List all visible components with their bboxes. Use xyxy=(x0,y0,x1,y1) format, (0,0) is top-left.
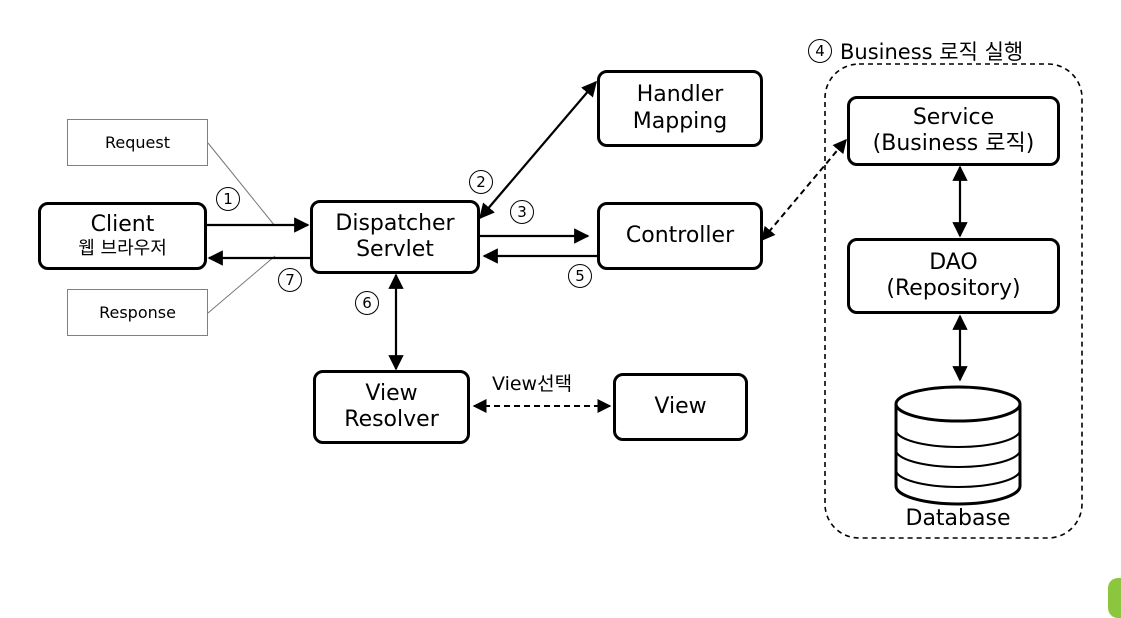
request-callout-line xyxy=(207,142,276,227)
step-1-badge: 1 xyxy=(216,187,240,211)
step-3-badge: 3 xyxy=(510,200,534,224)
business-group-label: Business 로직 실행 xyxy=(840,40,1024,64)
handler-mapping-line2: Mapping xyxy=(632,108,728,134)
dao-line2: (Repository) xyxy=(886,276,1021,301)
view-resolver-box: View Resolver xyxy=(313,370,470,444)
step-6-badge: 6 xyxy=(355,291,379,315)
corner-accent-shape xyxy=(1108,578,1121,618)
client-subtitle: 웹 브라우저 xyxy=(78,238,167,260)
dispatcher-line1: Dispatcher xyxy=(335,210,455,236)
dispatcher-line2: Servlet xyxy=(356,237,434,262)
dispatcher-servlet-box: Dispatcher Servlet xyxy=(310,200,480,274)
view-resolver-line2: Resolver xyxy=(344,407,439,432)
response-note: Response xyxy=(67,289,208,336)
view-label: View xyxy=(654,393,707,419)
step-4-badge: 4 xyxy=(808,39,832,63)
dao-box: DAO (Repository) xyxy=(847,238,1060,314)
diagram-connectors xyxy=(207,63,1083,539)
handler-mapping-line1: Handler xyxy=(636,82,724,108)
client-title: Client xyxy=(90,212,155,237)
database-label: Database xyxy=(905,506,1011,531)
handler-mapping-box: Handler Mapping xyxy=(597,70,763,147)
service-box: Service (Business 로직) xyxy=(847,96,1060,166)
business-logic-group xyxy=(824,63,1083,539)
view-resolver-line1: View xyxy=(365,380,418,406)
view-box: View xyxy=(613,373,748,441)
business-group-title: 4 Business 로직 실행 xyxy=(808,36,1023,66)
arrow-controller-service xyxy=(761,138,847,242)
view-select-label: View선택 xyxy=(492,373,573,395)
controller-box: Controller xyxy=(597,202,763,270)
response-note-text: Response xyxy=(99,303,176,322)
service-line2: (Business 로직) xyxy=(872,131,1035,156)
service-line1: Service xyxy=(912,104,995,130)
arrow-handler-mapping xyxy=(479,80,597,220)
database-icon xyxy=(894,385,1022,506)
dao-line1: DAO xyxy=(929,249,978,275)
controller-label: Controller xyxy=(625,222,735,248)
request-note-text: Request xyxy=(105,133,170,152)
client-box: Client 웹 브라우저 xyxy=(38,202,207,270)
step-5-badge: 5 xyxy=(568,264,592,288)
response-callout-line xyxy=(207,255,276,314)
step-2-badge: 2 xyxy=(469,170,493,194)
step-7-badge: 7 xyxy=(278,268,302,292)
request-note: Request xyxy=(67,119,208,166)
